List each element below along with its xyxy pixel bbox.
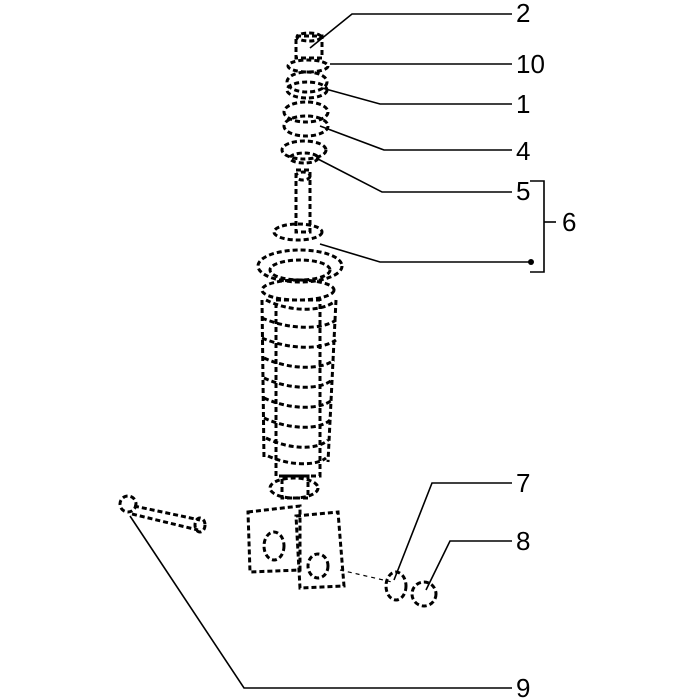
leader-lines: [129, 13, 556, 689]
lower-washer-part: [280, 139, 328, 165]
callout-5: 5: [516, 176, 530, 206]
callout-4: 4: [516, 136, 530, 166]
leader-line-7: [393, 482, 512, 581]
leader-line-1: [321, 87, 512, 105]
callout-9: 9: [516, 673, 530, 700]
leader-line-2: [309, 13, 512, 49]
leader-line-5: [315, 157, 512, 193]
leader-line-spring-seat: [319, 243, 530, 263]
mounting-bolt-part: [118, 494, 207, 534]
coil-spring-part: [260, 298, 338, 466]
leader-line-9: [129, 515, 512, 689]
leader-line-8: [425, 540, 512, 591]
callout-6: 6: [562, 207, 576, 237]
upper-washer-part: [286, 58, 330, 74]
assembly-axis-line: [339, 569, 393, 583]
shock-body-part: [268, 298, 322, 500]
callout-7: 7: [516, 468, 530, 498]
callout-10: 10: [516, 49, 545, 79]
callout-2: 2: [516, 0, 530, 28]
top-nut-part: [294, 31, 324, 60]
callout-8: 8: [516, 526, 530, 556]
leader-line-4: [319, 125, 512, 151]
lower-washer-7-part: [384, 570, 408, 602]
lower-clevis-mount-part: [246, 504, 346, 590]
shock-rod-part: [294, 168, 312, 234]
lower-nut-8-part: [410, 580, 438, 608]
upper-rubber-part: [285, 70, 329, 100]
lower-rubber-part: [282, 100, 330, 138]
upper-spring-seat-part: [256, 222, 344, 302]
leader-dot: [528, 259, 534, 265]
callout-1: 1: [516, 89, 530, 119]
group-bracket: [530, 180, 545, 273]
